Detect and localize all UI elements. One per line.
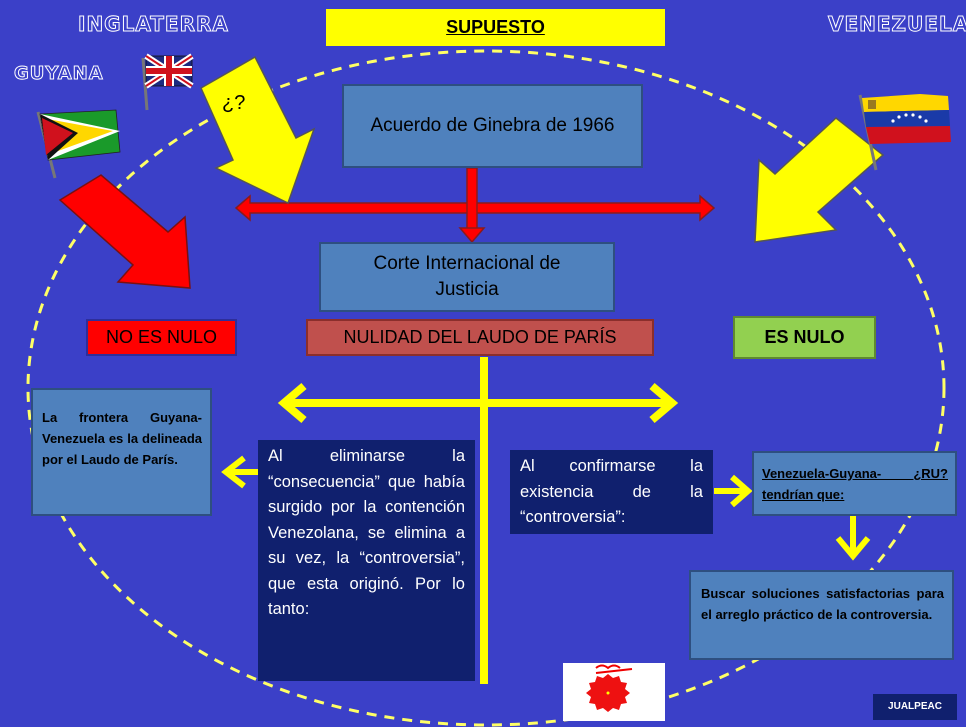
court-box: Corte Internacional de Justicia (319, 242, 615, 312)
es-nulo-label: ES NULO (764, 327, 845, 347)
seal-icon (563, 663, 665, 721)
solution-box: Buscar soluciones satisfactorias para el… (689, 570, 954, 660)
confirmation-box: Al confirmarse la existencia de la “cont… (510, 450, 713, 534)
frontier-box: La frontera Guyana-Venezuela es la delin… (31, 388, 212, 516)
left-chevron-arrow (221, 455, 258, 489)
guyana-arrow (58, 174, 191, 289)
solution-text: Buscar soluciones satisfactorias para el… (701, 586, 944, 622)
treaty-label: Acuerdo de Ginebra de 1966 (370, 115, 615, 137)
confirmation-text: Al confirmarse la existencia de la “cont… (520, 457, 703, 526)
author-badge: JUALPEAC (873, 694, 957, 720)
treaty-split-arrow (234, 167, 716, 244)
nulidad-label: NULIDAD DEL LAUDO DE PARÍS (343, 327, 617, 347)
no-es-nulo-label: NO ES NULO (105, 327, 218, 347)
no-es-nulo-box: NO ES NULO (86, 319, 237, 356)
label-inglaterra: INGLATERRA (78, 12, 229, 37)
nullity-split-arrow (277, 357, 679, 684)
venezuela-guyana-text: Venezuela-Guyana- ¿RU? tendrían que: (762, 466, 948, 502)
right-chevron-arrow (714, 474, 753, 508)
treaty-box: Acuerdo de Ginebra de 1966 (342, 84, 643, 168)
venezuela-arrow (754, 117, 885, 243)
court-label: Corte Internacional de Justicia (373, 253, 561, 300)
question-mark-label: ¿? (222, 92, 246, 114)
frontier-text: La frontera Guyana-Venezuela es la delin… (42, 410, 202, 467)
es-nulo-box: ES NULO (733, 316, 876, 359)
nulidad-box: NULIDAD DEL LAUDO DE PARÍS (306, 319, 654, 356)
down-chevron-arrow (835, 516, 871, 561)
venezuela-flag-icon (858, 94, 951, 171)
guyana-flag-icon (36, 109, 121, 179)
elimination-text: Al eliminarse la “consecuencia” que habí… (268, 447, 465, 618)
england-arrow (200, 55, 316, 205)
elimination-box: Al eliminarse la “consecuencia” que habí… (258, 440, 475, 681)
label-guyana: GUYANA (14, 63, 104, 85)
uk-flag-icon (141, 53, 194, 111)
label-venezuela: VENEZUELA (827, 12, 966, 37)
venezuela-guyana-box: Venezuela-Guyana- ¿RU? tendrían que: (752, 451, 957, 516)
title-banner: SUPUESTO (326, 9, 665, 46)
dashed-ellipse (26, 49, 946, 727)
